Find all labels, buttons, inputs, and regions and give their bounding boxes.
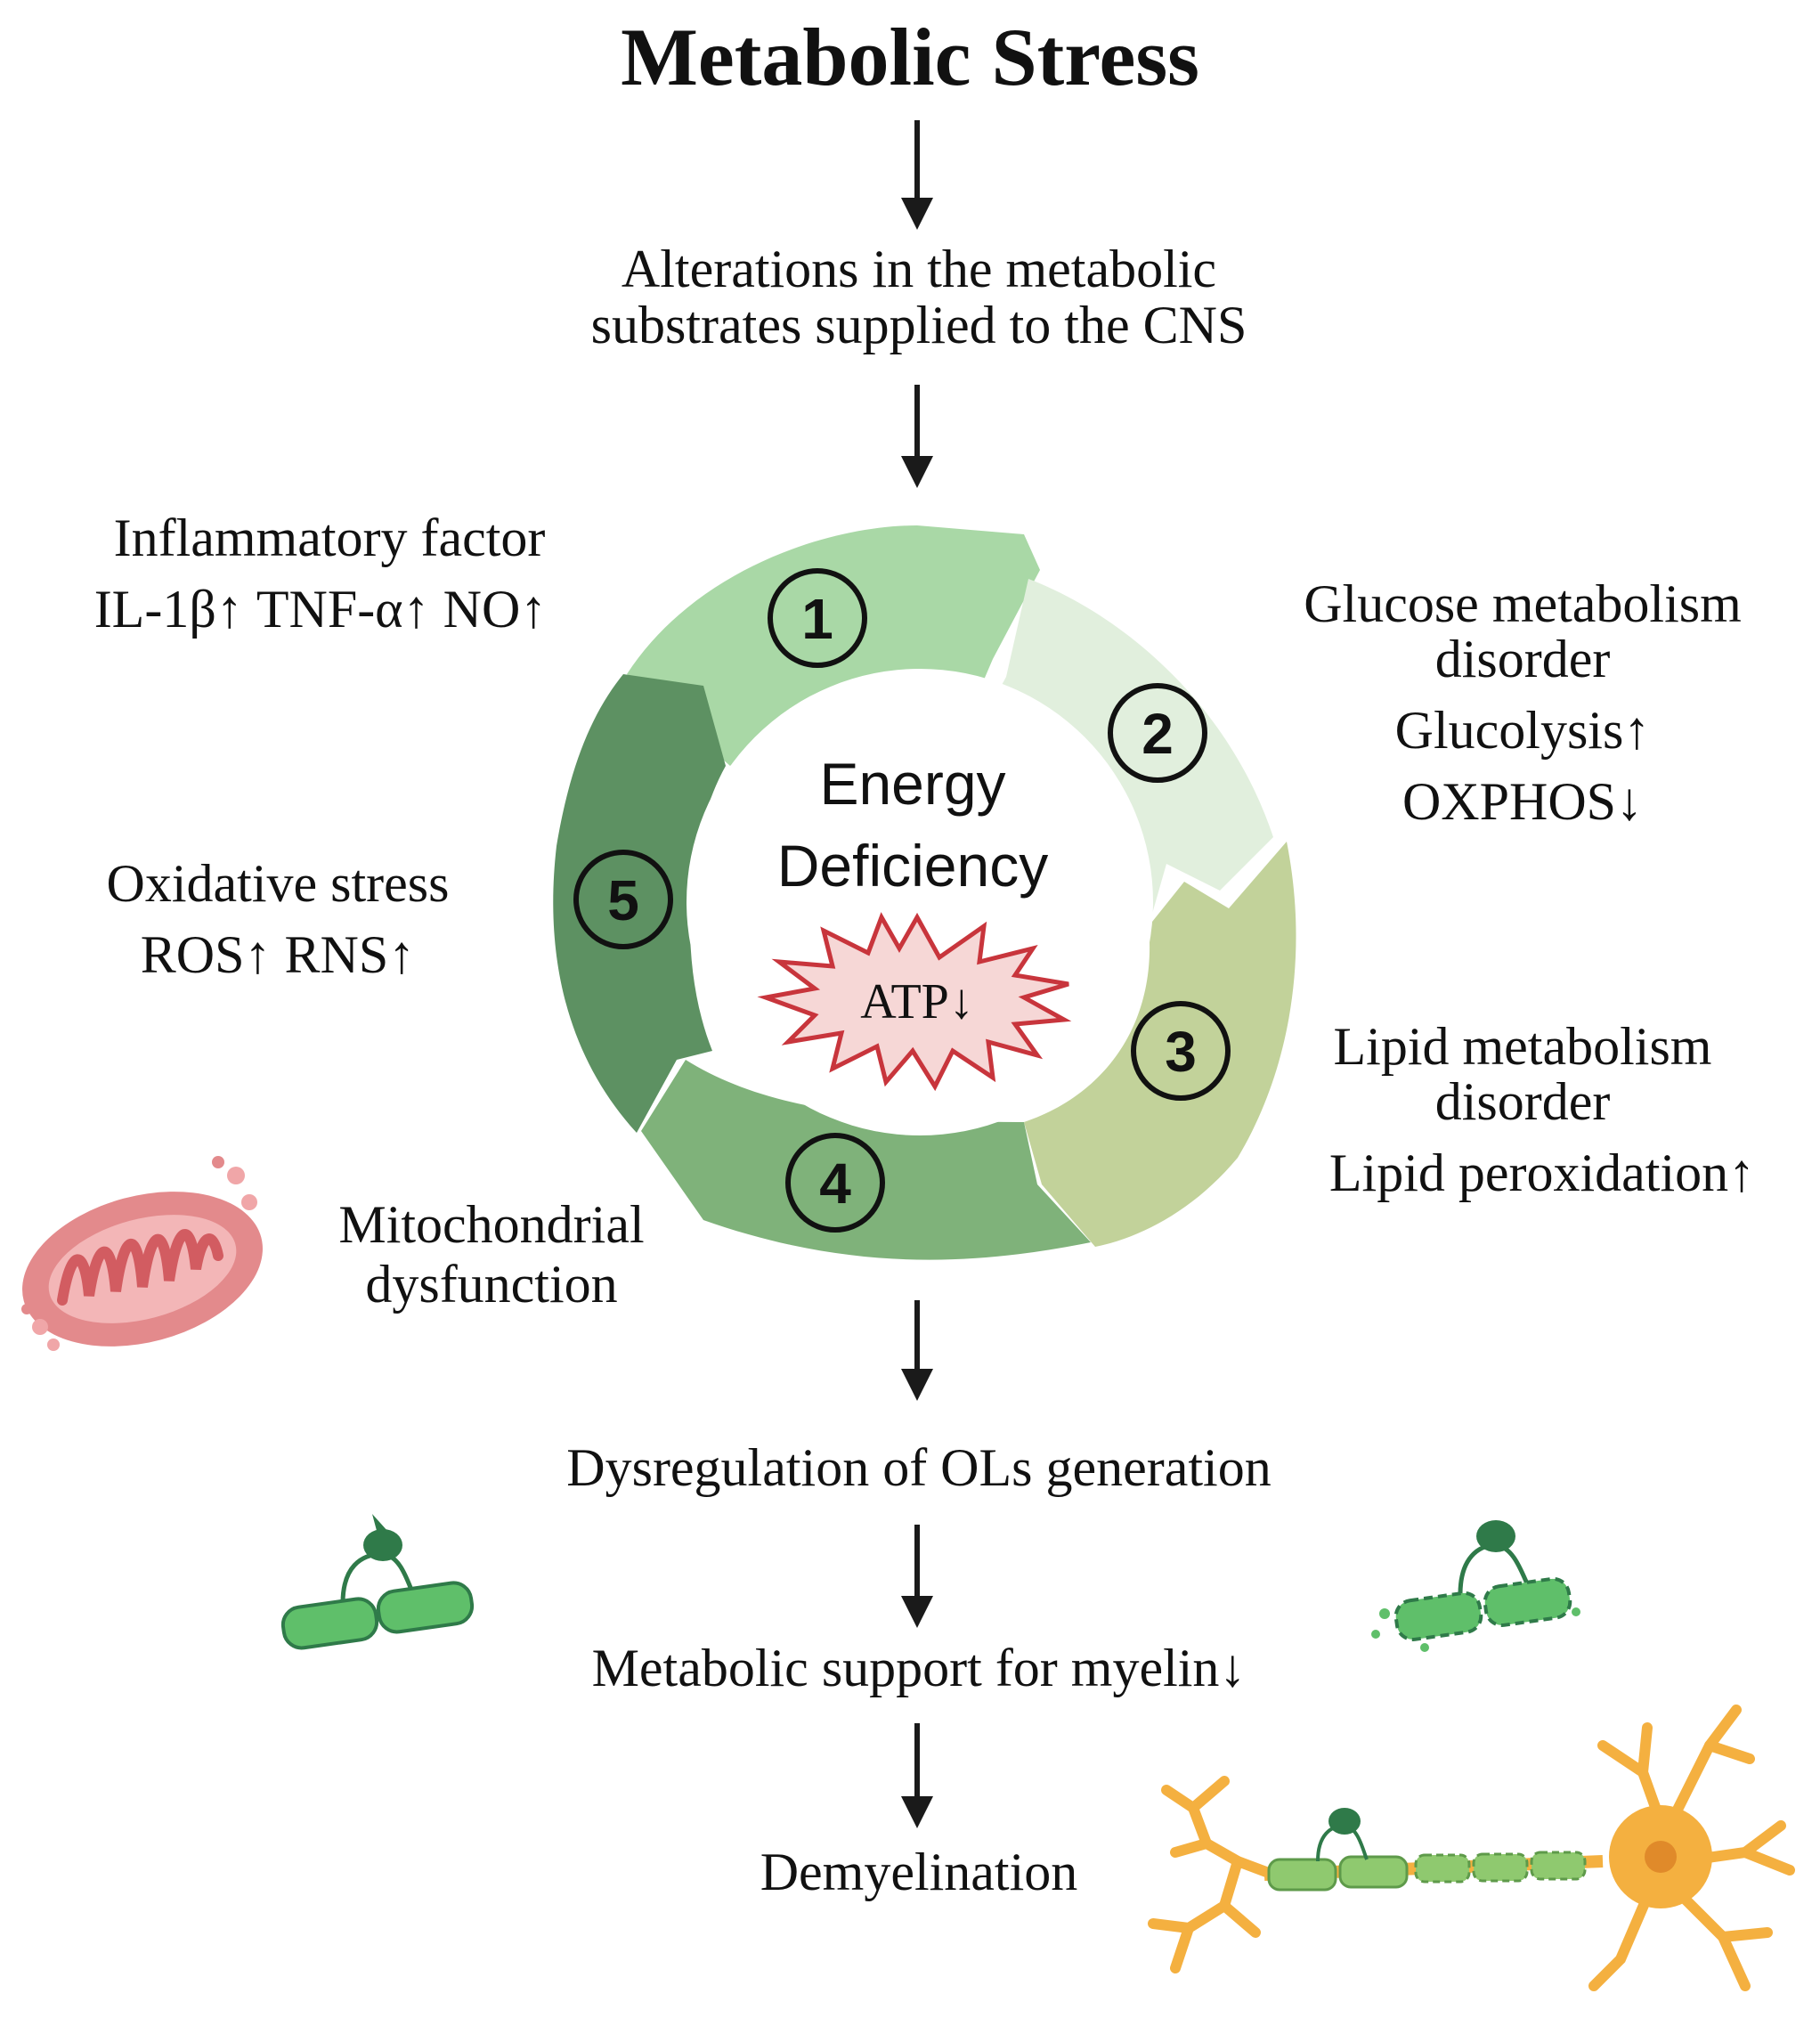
glucolysis-up: Glucolysis↑ <box>1395 701 1651 760</box>
cycle-number-1: 1 <box>768 568 867 668</box>
arrow-cycle-to-dysregulation <box>901 1300 933 1401</box>
mitochondrion-icon <box>21 1156 263 1351</box>
glucose-disorder: disorder <box>1435 630 1611 688</box>
cycle-segment-2 <box>979 579 1273 926</box>
dysregulation-label: Dysregulation of OLs generation <box>566 1438 1271 1497</box>
cycle-number-2: 2 <box>1108 683 1207 783</box>
oxidative-title: Oxidative stress <box>107 854 450 913</box>
demyelination-label: Demyelination <box>760 1843 1078 1901</box>
mito-title: Mitochondrial <box>338 1195 644 1254</box>
arrow-dysregulation-to-support <box>901 1525 933 1628</box>
alterations-line-1: Alterations in the metabolic <box>622 240 1216 298</box>
lipid-title: Lipid metabolism <box>1334 1017 1712 1076</box>
oligodendrocyte-icon <box>280 1514 475 1650</box>
cycle-segment-4 <box>641 1060 1091 1260</box>
cycle-number-3: 3 <box>1131 1001 1231 1101</box>
glucose-title: Glucose metabolism <box>1304 574 1742 633</box>
svg-text:2: 2 <box>1142 702 1174 766</box>
atp-label: ATP↓ <box>860 974 974 1029</box>
inflammatory-title: Inflammatory factor <box>114 509 546 567</box>
oxidative-markers: ROS↑ RNS↑ <box>141 925 415 984</box>
arrow-title-to-alterations <box>901 120 933 230</box>
svg-text:4: 4 <box>819 1151 851 1216</box>
arrow-support-to-demyelination <box>901 1723 933 1828</box>
damaged-oligodendrocyte-icon <box>1371 1520 1580 1652</box>
svg-text:3: 3 <box>1165 1020 1197 1084</box>
atp-burst-icon: ATP↓ <box>757 912 1072 1092</box>
cycle-segment-3 <box>1024 842 1296 1247</box>
lipid-disorder: disorder <box>1435 1072 1611 1131</box>
cycle-number-4: 4 <box>785 1133 885 1233</box>
mito-subtitle: dysfunction <box>365 1255 617 1314</box>
oxphos-down: OXPHOS↓ <box>1402 772 1643 831</box>
center-energy: Energy <box>819 751 1005 817</box>
lipid-peroxidation: Lipid peroxidation↑ <box>1329 1143 1755 1202</box>
energy-cycle <box>553 525 1296 1260</box>
center-deficiency: Deficiency <box>777 833 1048 899</box>
arrow-alterations-to-cycle <box>901 385 933 488</box>
cycle-number-5: 5 <box>573 850 673 949</box>
inflammatory-markers: IL-1β↑ TNF-α↑ NO↑ <box>94 580 548 639</box>
svg-text:5: 5 <box>607 868 639 932</box>
support-label: Metabolic support for myelin↓ <box>592 1639 1247 1697</box>
demyelinated-neuron-icon <box>1148 1705 1795 1991</box>
svg-text:1: 1 <box>801 587 833 651</box>
page-title: Metabolic Stress <box>621 12 1199 102</box>
cycle-segment-5 <box>553 674 726 1133</box>
alterations-line-2: substrates supplied to the CNS <box>591 296 1247 354</box>
